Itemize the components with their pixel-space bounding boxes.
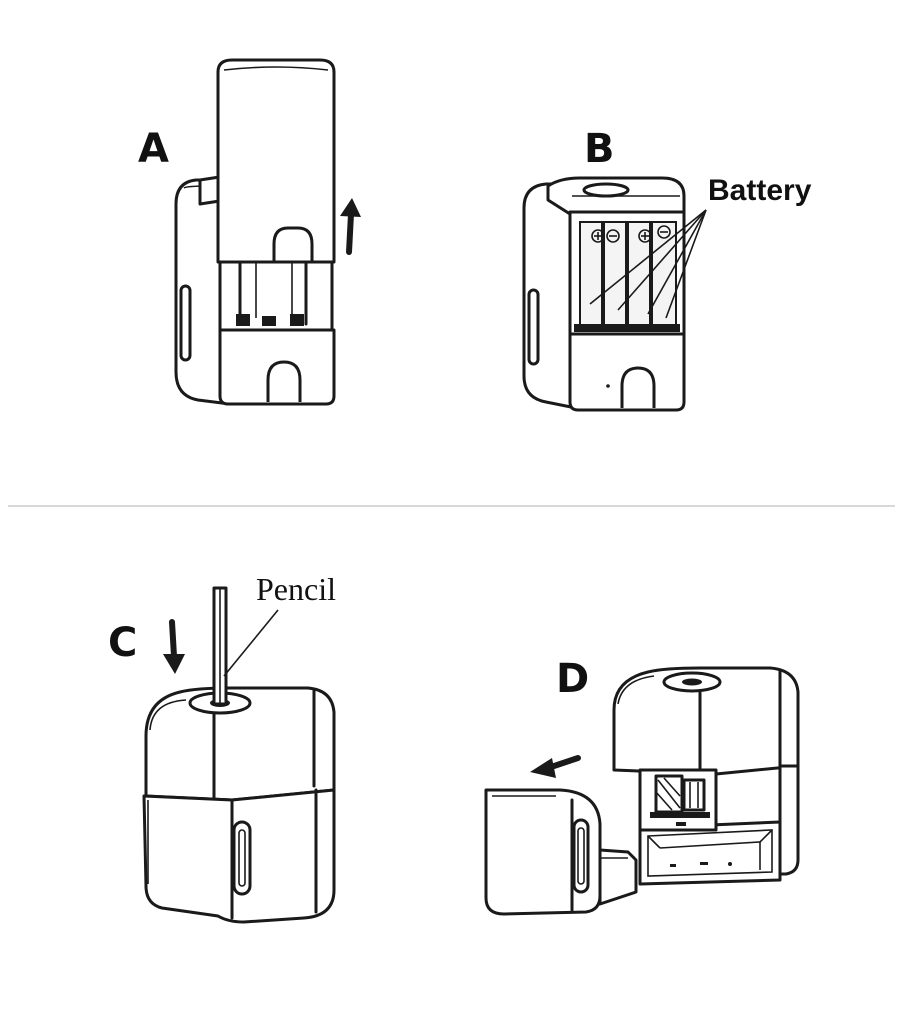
panel-b-sharpener-body [522, 176, 686, 410]
panel-b-pencil-hole [582, 182, 630, 198]
panel-d-sharpener-body [612, 666, 800, 886]
panel-b-battery-callout: Battery [708, 174, 812, 207]
panel-a-side-slot [179, 284, 192, 362]
panel-c: C [108, 571, 336, 924]
panel-a-battery-cover [216, 58, 336, 264]
panel-c-down-arrow-icon [163, 619, 185, 674]
panel-d-left-arrow-icon [530, 755, 581, 778]
panel-b-label: B [584, 126, 615, 172]
panel-c-pencil-callout: Pencil [256, 571, 336, 607]
panel-a-up-arrow-icon [340, 198, 361, 255]
panel-d-side-slot [572, 818, 590, 894]
panel-b-polarity-icons [591, 225, 671, 243]
panel-b-callout-leaders [589, 209, 707, 319]
panel-a-battery-compartment [218, 260, 334, 334]
panel-d: D [484, 656, 800, 916]
panel-a: A [138, 58, 361, 406]
panel-b-base [568, 332, 686, 412]
panel-b-battery-4 [651, 221, 677, 327]
panel-c-sharpener-body [142, 686, 336, 924]
panel-c-callout-leader [223, 609, 279, 677]
panel-d-blade-mechanism [638, 768, 718, 832]
panel-d-shavings-drawer [484, 788, 638, 916]
panel-c-label: C [108, 620, 137, 666]
panel-b: B [522, 126, 812, 412]
panel-d-label: D [556, 656, 589, 702]
panel-a-base [218, 328, 336, 406]
panel-b-side-slot [527, 288, 540, 366]
panel-c-pencil [212, 586, 228, 706]
panel-c-side-slot [232, 820, 252, 896]
panel-a-label: A [138, 126, 169, 172]
